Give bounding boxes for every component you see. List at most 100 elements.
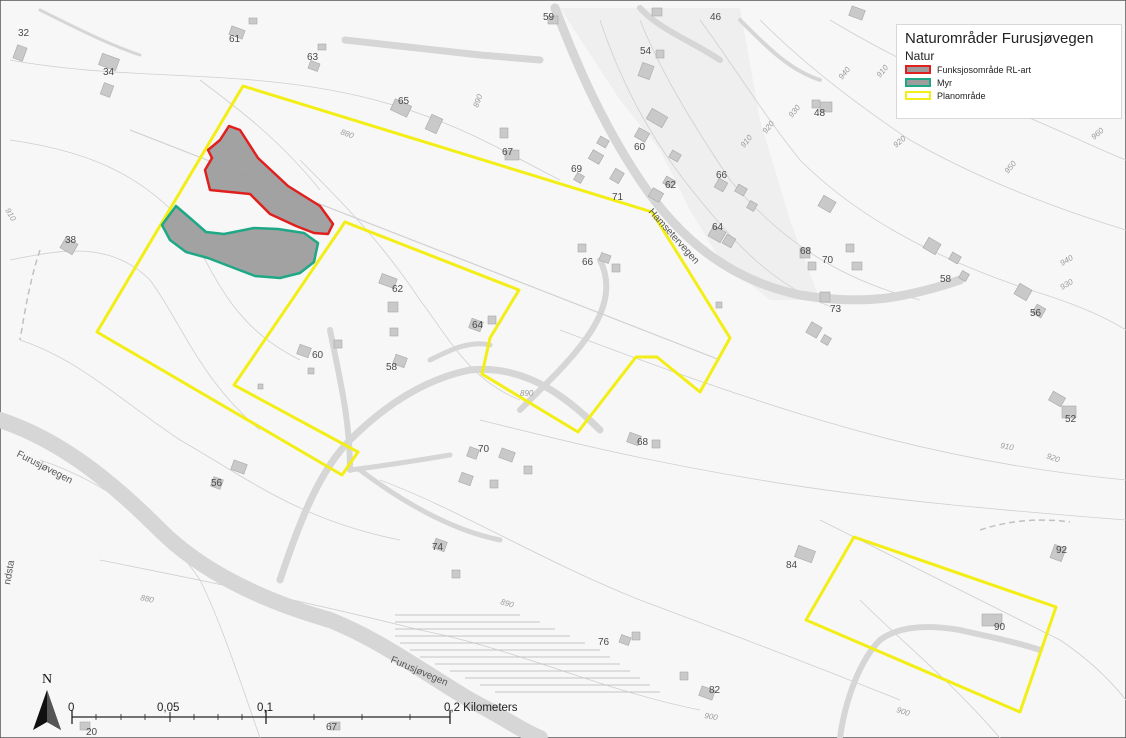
building (451, 569, 461, 579)
house-number-label: 59 (543, 12, 555, 23)
building (633, 127, 651, 143)
building (819, 291, 831, 303)
building (389, 327, 399, 337)
contour-label: 900 (895, 705, 911, 718)
legend-item-funksjon: Funksjosområde RL-art (905, 63, 1113, 76)
house-number-label: 54 (640, 46, 652, 57)
house-number-label: 62 (392, 284, 404, 295)
house-number-label: 64 (712, 222, 724, 233)
building (317, 43, 327, 51)
building (577, 243, 587, 253)
building (679, 671, 689, 681)
contour-lines (9, 19, 1126, 738)
contour-label: 910 (1000, 441, 1015, 452)
building (333, 339, 343, 349)
building (645, 107, 669, 129)
house-number-label: 58 (940, 274, 952, 285)
legend-label-planomrade: Planområde (937, 90, 986, 101)
building (468, 317, 484, 333)
house-number-label: 66 (716, 170, 728, 181)
building (458, 471, 474, 487)
planomrade-polygon-main (95, 84, 732, 477)
house-number-label: 68 (637, 437, 649, 448)
house-number-label: 48 (814, 108, 826, 119)
legend-subtitle: Natur (905, 49, 935, 63)
building (647, 187, 665, 203)
legend-label-funksjon: Funksjosområde RL-art (937, 64, 1032, 75)
building (637, 61, 655, 81)
contour-label: 890 (520, 389, 534, 398)
building (1031, 303, 1047, 319)
contour-label: 880 (339, 127, 355, 140)
building (257, 383, 264, 390)
building (329, 721, 341, 731)
house-number-label: 60 (634, 142, 646, 153)
building (79, 721, 91, 731)
house-number-label: 52 (1065, 414, 1077, 425)
house-number-label: 84 (786, 560, 798, 571)
building (573, 172, 585, 184)
contour-label: 880 (140, 593, 155, 605)
house-number-label: 64 (472, 320, 484, 331)
house-number-label: 62 (665, 180, 677, 191)
building (587, 149, 605, 165)
building (715, 301, 723, 309)
building (651, 7, 663, 17)
building (210, 476, 224, 490)
building (228, 25, 246, 40)
house-number-label: 70 (822, 255, 834, 266)
building (498, 447, 516, 463)
house-number-label: 92 (1056, 545, 1068, 556)
building (609, 167, 625, 185)
building (746, 200, 758, 212)
building (655, 49, 665, 59)
building (307, 60, 321, 72)
building (59, 236, 79, 256)
north-arrow: N (33, 672, 61, 730)
house-number-label: 60 (312, 350, 324, 361)
hatch-area (395, 614, 660, 693)
house-number-label: 69 (571, 164, 583, 175)
house-number-label: 90 (994, 622, 1006, 633)
house-number-label: 32 (18, 28, 30, 39)
building (1048, 390, 1066, 408)
buildings (12, 5, 1077, 731)
slope-area (560, 8, 820, 300)
scale-tick-005: 0,05 (157, 702, 179, 714)
building (794, 544, 816, 564)
planomrade-polygons (95, 84, 1058, 714)
building (523, 465, 533, 475)
house-number-label: 67 (502, 147, 514, 158)
building (547, 15, 559, 25)
building (1013, 282, 1033, 302)
house-number-label: 38 (65, 235, 77, 246)
building (807, 261, 817, 271)
house-number-label: 58 (386, 362, 398, 373)
house-number-label: 34 (103, 67, 115, 78)
house-number-label: 56 (1030, 308, 1042, 319)
house-number-label: 73 (830, 304, 842, 315)
building (698, 685, 716, 701)
building (389, 98, 413, 118)
house-number-label: 65 (398, 96, 410, 107)
building (734, 183, 748, 197)
legend-label-myr: Myr (937, 77, 952, 88)
north-arrow-label: N (42, 672, 52, 687)
building (392, 353, 408, 369)
building (668, 149, 682, 163)
contour-label: 900 (704, 711, 719, 722)
building (817, 194, 837, 214)
building (618, 634, 632, 646)
house-number-label: 56 (211, 478, 223, 489)
building (1049, 543, 1067, 563)
house-number-label: 71 (612, 192, 624, 203)
building (631, 631, 641, 641)
building (805, 321, 823, 339)
house-number-label: 61 (229, 34, 241, 45)
scale-tick-02: 0,2 Kilometers (444, 702, 518, 714)
building (99, 82, 115, 98)
legend-swatch-funksjon (905, 65, 931, 74)
scale-bar: 0 0,05 0,1 0,2 Kilometers (68, 702, 518, 724)
